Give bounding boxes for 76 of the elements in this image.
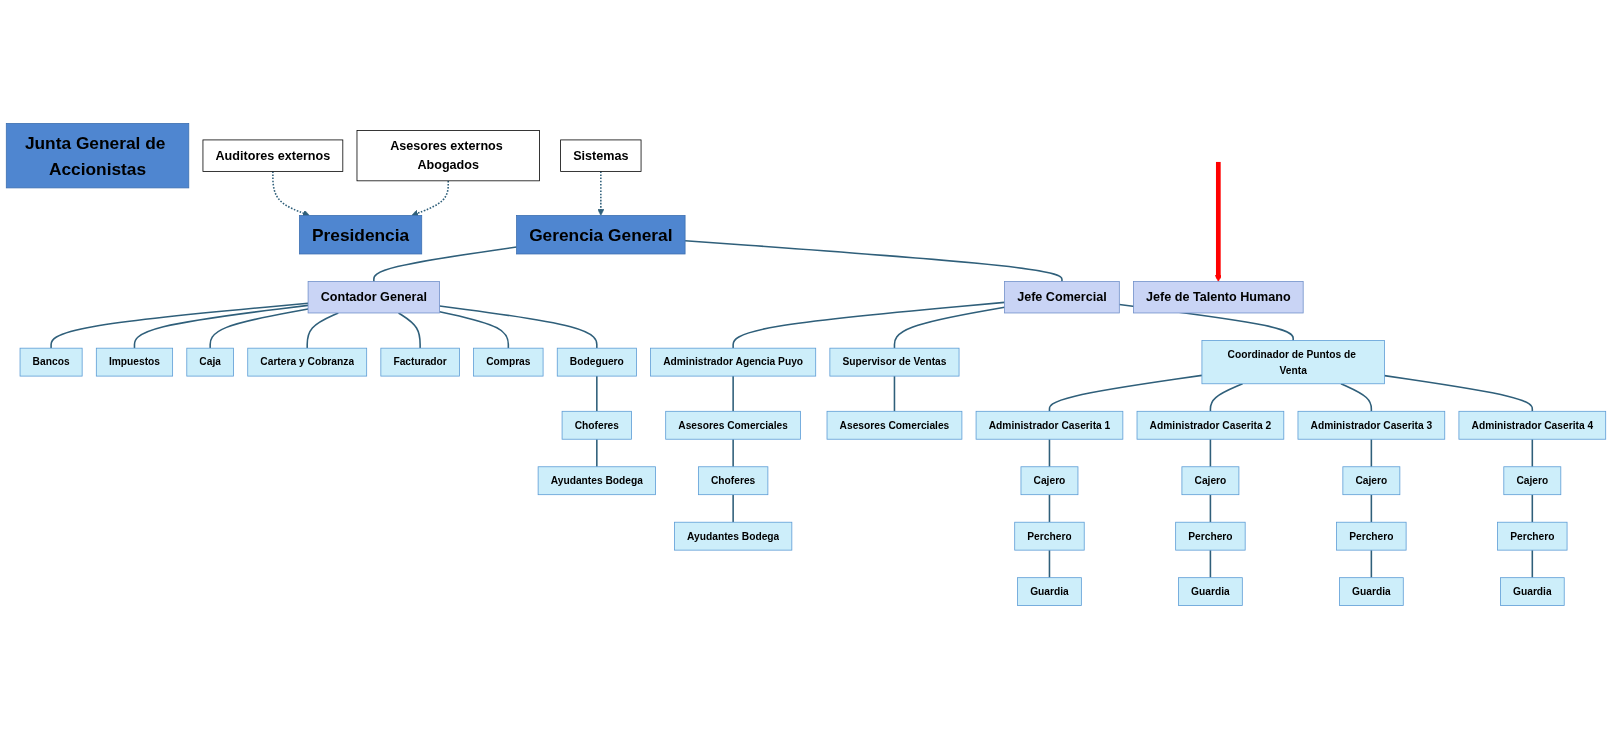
- node-box: Guardia: [1017, 577, 1082, 606]
- connector: [1048, 438, 1051, 468]
- arrow: [411, 180, 449, 217]
- node-box: Asesores externos Abogados: [356, 130, 540, 182]
- node-box: Asesores Comerciales: [665, 410, 801, 440]
- node-box: Ayudantes Bodega: [537, 466, 656, 496]
- node-box: Junta General de Accionistas: [5, 123, 190, 189]
- node-box: Auditores externos: [202, 139, 344, 172]
- node-box: Cartera y Cobranza: [247, 347, 368, 377]
- node-box: Administrador Caserita 3: [1297, 410, 1446, 440]
- node-box: Impuestos: [95, 347, 174, 377]
- node-box: Asesores Comerciales: [826, 410, 963, 440]
- connector: [397, 312, 421, 349]
- node-box: Perchero: [1497, 521, 1568, 551]
- connector: [596, 438, 598, 468]
- node-box: Caja: [186, 347, 234, 377]
- connector: [1531, 549, 1534, 579]
- node-box: Bodeguero: [556, 347, 637, 377]
- connector: [1048, 549, 1051, 579]
- node-box: Guardia: [1500, 577, 1565, 606]
- connector: [1383, 374, 1534, 413]
- node-box: Presidencia: [299, 215, 423, 255]
- node-box: Perchero: [1014, 521, 1085, 551]
- connector: [1209, 549, 1212, 579]
- connector: [1340, 383, 1373, 413]
- node-box: Administrador Caserita 4: [1458, 410, 1607, 440]
- connector: [373, 246, 518, 283]
- node-box: Compras: [473, 347, 544, 377]
- node-box: Sistemas: [560, 139, 642, 172]
- node-box: Guardia: [1339, 577, 1404, 606]
- connector: [438, 310, 510, 349]
- connector: [1048, 493, 1051, 523]
- node-box: Perchero: [1336, 521, 1407, 551]
- arrow: [1214, 161, 1222, 282]
- connector: [684, 239, 1063, 283]
- node-box: Coordinador de Puntos de Venta: [1201, 340, 1385, 385]
- node-box: Administrador Caserita 2: [1136, 410, 1285, 440]
- node-box: Guardia: [1178, 577, 1243, 606]
- node-box: Jefe de Talento Humano: [1133, 281, 1304, 314]
- connector: [1531, 493, 1534, 523]
- node-box: Choferes: [698, 466, 769, 496]
- node-box: Contador General: [307, 281, 440, 314]
- node-box: Bancos: [19, 347, 83, 377]
- connector: [438, 305, 598, 349]
- node-box: Supervisor de Ventas: [829, 347, 960, 377]
- connector: [732, 438, 734, 468]
- connector: [1209, 493, 1212, 523]
- node-box: Administrador Caserita 1: [975, 410, 1124, 440]
- node-box: Choferes: [561, 410, 632, 440]
- node-box: Cajero: [1342, 466, 1401, 496]
- connector: [1531, 438, 1534, 468]
- connector: [732, 375, 734, 413]
- node-box: Administrador Agencia Puyo: [650, 347, 817, 377]
- connector: [1370, 493, 1373, 523]
- connector: [209, 308, 309, 349]
- node-box: Perchero: [1175, 521, 1246, 551]
- connector: [732, 301, 1006, 349]
- node-box: Gerencia General: [516, 215, 686, 255]
- connector: [1370, 438, 1373, 468]
- node-box: Ayudantes Bodega: [674, 521, 793, 551]
- connector: [1370, 549, 1373, 579]
- connector: [1048, 374, 1203, 413]
- connector: [893, 375, 896, 413]
- node-box: Cajero: [1503, 466, 1562, 496]
- connector: [133, 304, 309, 349]
- connector: [306, 312, 340, 349]
- connector: [893, 306, 1006, 349]
- connector: [1209, 438, 1212, 468]
- connector: [1209, 383, 1244, 413]
- node-box: Facturador: [380, 347, 460, 377]
- node-box: Cajero: [1020, 466, 1079, 496]
- node-box: Jefe Comercial: [1004, 281, 1120, 314]
- connector: [596, 375, 598, 413]
- connector: [50, 302, 309, 349]
- connector: [732, 493, 734, 523]
- node-box: Cajero: [1181, 466, 1240, 496]
